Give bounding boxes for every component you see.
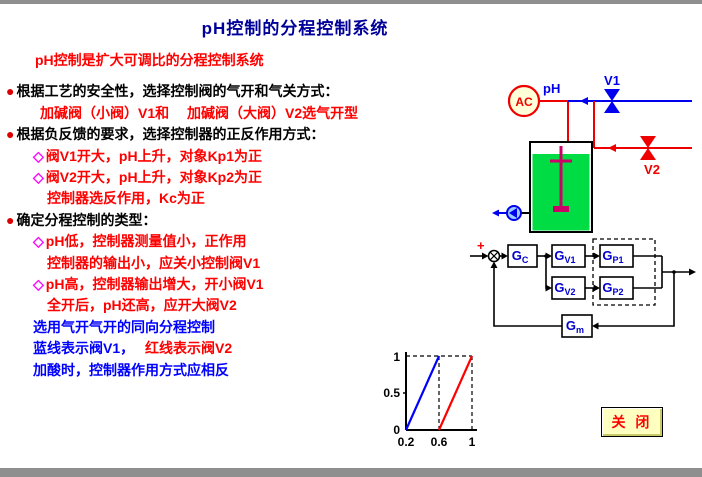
tank [529, 141, 593, 233]
svg-text:GV2: GV2 [554, 280, 575, 297]
split-range-chart: 1 0.5 0 0.2 0.6 1 [383, 350, 477, 449]
valve-v2: V2 [640, 136, 660, 177]
list-marker: ◇ [33, 169, 44, 186]
text-segment: pH控制是扩大可调比的分程控制系统 [35, 52, 264, 68]
valve-v1: V1 [604, 73, 620, 113]
stirrer [550, 146, 572, 212]
text-line: pH控制是扩大可调比的分程控制系统 [35, 50, 472, 71]
text-segment: 控制器选反作用，Kc为正 [47, 190, 205, 207]
y-tick-label: 0.5 [383, 386, 400, 400]
block-diagram: + GC GV1 GV2 GP1 GP2 Gm [470, 238, 696, 338]
controller-tag: AC [515, 95, 533, 109]
piping [539, 97, 692, 152]
text-segment: 控制器的输出小，应关小控制阀V1 [47, 254, 261, 271]
text-line: ◇阀V2开大，pH上升，对象Kp2为正 [33, 167, 472, 188]
list-marker: ● [6, 126, 15, 143]
svg-text:Gm: Gm [566, 318, 584, 335]
valve-v2-label: V2 [644, 162, 660, 177]
chart-v2-line [437, 355, 474, 431]
svg-text:GV1: GV1 [554, 248, 575, 265]
text-segment: 加酸时，控制器作用方式应相反 [33, 361, 229, 378]
text-line: ●确定分程控制的类型： [6, 210, 472, 231]
text-segment: pH高，控制器输出增大，开小阀V1 [45, 276, 264, 293]
list-marker: ● [6, 211, 15, 228]
x-tick-label: 0.2 [398, 435, 415, 449]
text-line: 加碱阀（小阀）V1和 加碱阀（大阀）V2选气开型 [40, 103, 472, 124]
page-title: pH控制的分程控制系统 [201, 19, 389, 38]
process-boundary-dashed [592, 238, 656, 306]
y-tick-label: 1 [393, 350, 400, 364]
text-line: 蓝线表示阀V1， 红线表示阀V2 [33, 338, 472, 359]
text-line: 加酸时，控制器作用方式应相反 [33, 360, 472, 381]
text-line: ●根据负反馈的要求，选择控制器的正反作用方式： [6, 124, 472, 145]
x-tick-label: 1 [469, 435, 476, 449]
block-gp2: GP2 [599, 276, 634, 300]
text-line: ◇pH低，控制器测量值小，正作用 [33, 231, 472, 252]
text-line: 控制器的输出小，应关小控制阀V1 [47, 253, 472, 274]
block-gv1: GV1 [551, 244, 586, 268]
list-marker: ◇ [33, 147, 44, 164]
text-segment: 阀V2开大，pH上升，对象Kp2为正 [45, 169, 263, 186]
text-line: 选用气开气开的同向分程控制 [33, 317, 472, 338]
valve-v1-label: V1 [604, 73, 620, 88]
flow-arrow-icon [608, 144, 616, 152]
pump [492, 205, 530, 221]
block-gm: Gm [561, 314, 593, 338]
list-marker: ◇ [33, 233, 44, 250]
text-segment: 蓝线表示阀V1， [33, 340, 146, 357]
text-segment: 全开后，pH还高，应开大阀V2 [47, 297, 237, 314]
signal-arrows [482, 252, 696, 330]
text-line: 控制器选反作用，Kc为正 [47, 188, 472, 209]
close-button[interactable]: 关 闭 [601, 407, 663, 437]
chart-guides [406, 355, 473, 430]
text-line: 全开后，pH还高，应开大阀V2 [47, 295, 472, 316]
text-line: ●根据工艺的安全性，选择控制阀的气开和气关方式： [6, 81, 472, 102]
list-marker: ◇ [33, 276, 44, 293]
summing-junction [487, 249, 501, 263]
outflow-arrow-icon [492, 209, 499, 217]
svg-text:GP1: GP1 [602, 248, 623, 265]
text-segment: pH低，控制器测量值小，正作用 [45, 233, 247, 250]
svg-text:GP2: GP2 [602, 280, 623, 297]
svg-text:GC: GC [512, 248, 529, 265]
list-marker: ● [6, 83, 15, 100]
chart-v1-line [404, 355, 441, 431]
window-top-edge [0, 0, 702, 4]
text-line: ◇阀V1开大，pH上升，对象Kp1为正 [33, 146, 472, 167]
flow-arrow-icon [580, 97, 588, 105]
block-gp1: GP1 [599, 244, 634, 268]
text-segment: 选用气开气开的同向分程控制 [33, 318, 215, 335]
chart-axes [403, 352, 477, 431]
ph-label: pH [543, 81, 560, 96]
window-bottom-edge [0, 468, 702, 477]
text-line: ◇pH高，控制器输出增大，开小阀V1 [33, 274, 472, 295]
output-arrow-icon [689, 268, 696, 276]
text-segment: 阀V1开大，pH上升，对象Kp1为正 [45, 147, 263, 164]
text-segment: 根据负反馈的要求，选择控制器的正反作用方式： [16, 126, 325, 143]
text-segment: 红线表示阀V2 [145, 340, 233, 357]
block-gc: GC [507, 244, 538, 268]
text-segment: 确定分程控制的类型： [16, 211, 157, 228]
x-tick-label: 0.6 [431, 435, 448, 449]
y-tick-label: 0 [393, 423, 400, 437]
process-diagram: AC pH V1 V2 [492, 73, 692, 233]
content-lines: pH控制是扩大可调比的分程控制系统●根据工艺的安全性，选择控制阀的气开和气关方式… [0, 50, 472, 381]
block-gv2: GV2 [551, 276, 586, 300]
ph-controller: AC [507, 84, 541, 118]
text-segment: 根据工艺的安全性，选择控制阀的气开和气关方式： [16, 83, 339, 100]
text-segment: 加碱阀（小阀）V1和 加碱阀（大阀）V2选气开型 [40, 104, 359, 121]
plus-sign: + [477, 238, 485, 253]
